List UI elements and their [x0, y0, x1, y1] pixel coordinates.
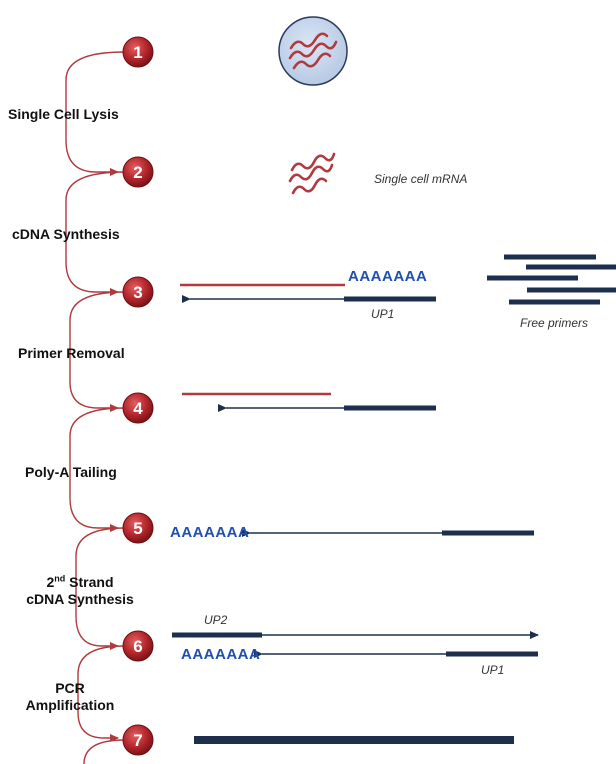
connector-3-4 [69, 291, 125, 412]
step-1-number: 1 [133, 43, 142, 62]
connector-7-tail [83, 739, 125, 764]
step-7-marker: 7 [122, 724, 154, 756]
connector-1-2 [65, 51, 125, 176]
up2-label: UP2 [204, 613, 228, 627]
step-label-poly-a-tailing: Poly-A Tailing [25, 464, 117, 480]
second-strand-line1: 2nd Strand [46, 573, 114, 590]
step-3-number: 3 [133, 283, 142, 302]
step-6-marker: 6 [122, 630, 154, 662]
mrna-icon [288, 152, 336, 195]
step-label-single-cell-lysis: Single Cell Lysis [8, 106, 119, 122]
connector-6-7 [77, 645, 125, 742]
step-5-marker: 5 [122, 512, 154, 544]
poly-a-tail-step6: AAAAAAA [181, 646, 261, 663]
step-5-number: 5 [133, 519, 142, 538]
free-primers-icon [487, 254, 616, 305]
up1-label-step3: UP1 [371, 307, 395, 321]
step-label-cdna-synthesis: cDNA Synthesis [12, 226, 120, 242]
connector-5-6 [75, 527, 125, 650]
second-strand-line2: cDNA Synthesis [26, 590, 134, 607]
step-label-primer-removal: Primer Removal [18, 345, 125, 361]
free-primers-label: Free primers [520, 316, 589, 330]
step-2-marker: 2 [122, 156, 154, 188]
up1-label-step6: UP1 [481, 663, 505, 677]
poly-a-tail-step5: AAAAAAA [170, 524, 250, 541]
single-cell-mrna-label: Single cell mRNA [374, 172, 468, 186]
step-label-second-strand: 2nd Strand cDNA Synthesis [22, 570, 138, 608]
connector-4-5 [69, 407, 125, 532]
step-6-number: 6 [133, 637, 142, 656]
step-2-number: 2 [133, 163, 142, 182]
connector-2-3 [65, 171, 125, 296]
step-4-marker: 4 [122, 392, 154, 424]
step-7-number: 7 [133, 731, 142, 750]
step-label-pcr-amplification: PCR Amplification [25, 680, 115, 713]
poly-a-tail-step3: AAAAAAA [348, 268, 428, 285]
step-4-number: 4 [133, 399, 143, 418]
step-1-marker: 1 [122, 36, 154, 68]
cell-icon [278, 16, 348, 86]
step-3-marker: 3 [122, 276, 154, 308]
